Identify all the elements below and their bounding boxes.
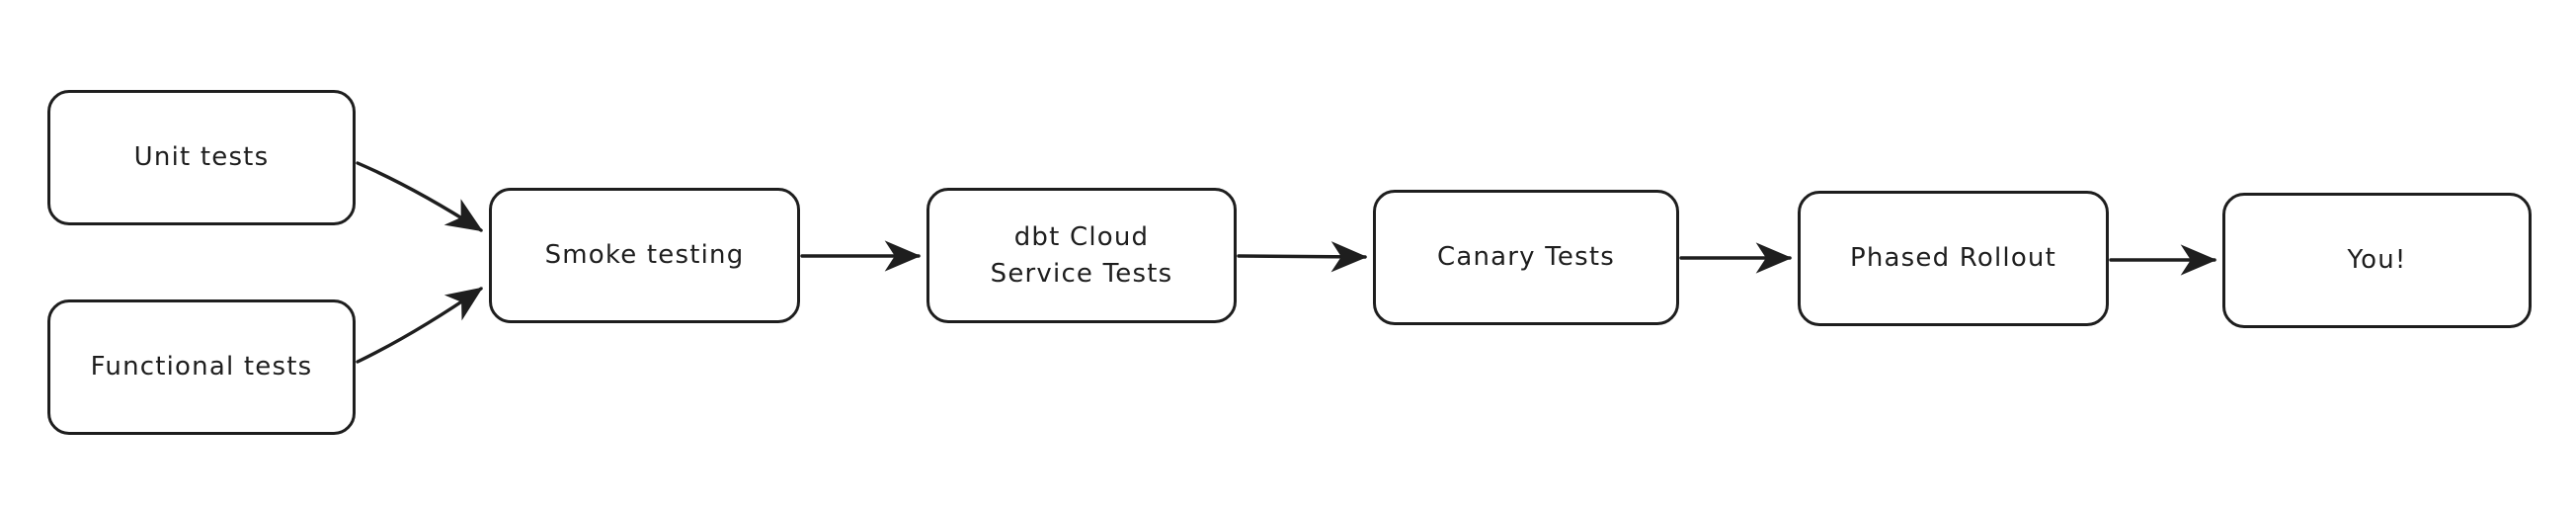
node-canary-tests[interactable]: Canary Tests bbox=[1373, 190, 1679, 325]
edge-dbt-to-canary bbox=[1237, 241, 1368, 273]
node-dbt-cloud-service-tests[interactable]: dbt Cloud Service Tests bbox=[926, 188, 1237, 323]
node-label-functional-tests: Functional tests bbox=[90, 352, 313, 382]
node-you[interactable]: You! bbox=[2222, 193, 2532, 328]
node-label-phased-rollout: Phased Rollout bbox=[1849, 243, 2057, 274]
node-unit-tests[interactable]: Unit tests bbox=[47, 90, 356, 225]
edge-functional-to-smoke bbox=[356, 287, 483, 364]
node-phased-rollout[interactable]: Phased Rollout bbox=[1798, 191, 2109, 326]
node-label-dbt-cloud-service-tests: dbt Cloud Service Tests bbox=[990, 221, 1173, 289]
node-smoke-testing[interactable]: Smoke testing bbox=[489, 188, 800, 323]
node-label-unit-tests: Unit tests bbox=[133, 142, 270, 173]
node-label-canary-tests: Canary Tests bbox=[1437, 242, 1615, 273]
node-functional-tests[interactable]: Functional tests bbox=[47, 299, 356, 435]
node-label-smoke-testing: Smoke testing bbox=[544, 240, 745, 271]
node-label-you: You! bbox=[2347, 245, 2407, 276]
edge-unit-to-smoke bbox=[356, 161, 484, 232]
